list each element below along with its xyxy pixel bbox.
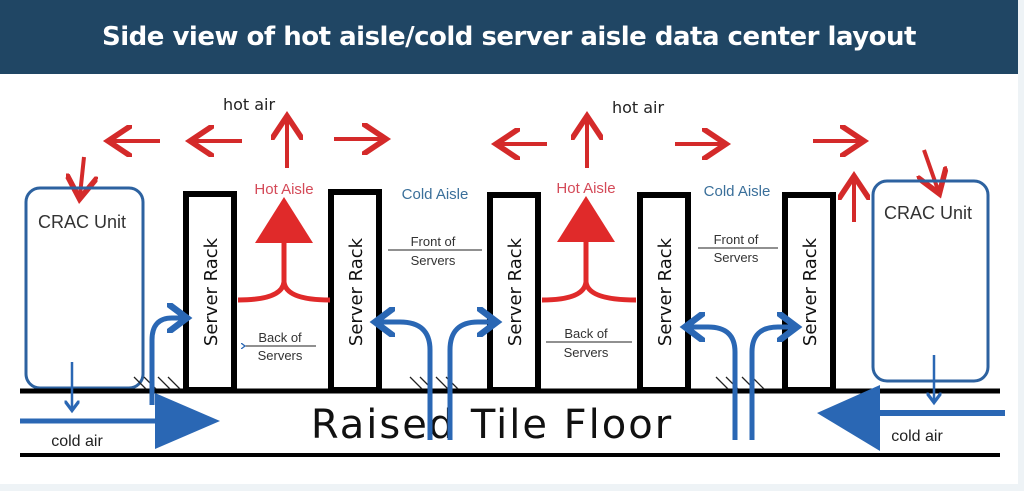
- server-rack: [328, 189, 382, 393]
- front-of-servers-line1: Front of: [411, 234, 456, 249]
- curved-arrow-icon: [380, 322, 433, 440]
- curved-arrow-icon: [749, 327, 792, 440]
- server-rack-label: Server Rack: [201, 237, 222, 346]
- front-of-servers-line2: Servers: [714, 250, 759, 265]
- front-of-servers-line1: Front of: [714, 232, 759, 247]
- cold-air-supply-right: [817, 385, 1005, 451]
- diagram-canvas: hot air hot air CRAC Unit CRAC Unit Serv…: [0, 74, 1018, 484]
- back-of-servers-measure: Back of Servers: [244, 330, 316, 363]
- hot-air-label: hot air: [223, 95, 276, 114]
- server-rack-label: Server Rack: [505, 237, 526, 346]
- front-of-servers-line2: Servers: [411, 253, 456, 268]
- hot-exhaust-arrow: [237, 197, 331, 303]
- arrow-left-icon: [817, 385, 880, 451]
- crac-unit-right: [871, 179, 990, 383]
- page-title: Side view of hot aisle/cold server aisle…: [102, 22, 916, 52]
- arrow-up-icon: [557, 196, 615, 242]
- curved-arrow-icon: [690, 327, 738, 440]
- raised-floor-label: Raised Tile Floor: [311, 402, 673, 448]
- server-rack-label: Server Rack: [655, 237, 676, 346]
- crac-unit-label: CRAC Unit: [38, 212, 126, 232]
- server-rack: [637, 192, 691, 393]
- cold-air-label: cold air: [51, 433, 103, 450]
- hot-air-return-arrows: [80, 120, 938, 222]
- front-of-servers-measure: Front of Servers: [698, 232, 778, 265]
- cold-air-supply-left: [20, 393, 220, 449]
- curved-arrow-icon: [447, 322, 492, 440]
- back-of-servers-line1: Back of: [564, 326, 608, 341]
- cold-air-intake-arrows: [149, 318, 792, 440]
- server-rack: [183, 191, 237, 393]
- crac-unit-label: CRAC Unit: [884, 203, 972, 223]
- hot-aisle-label: Hot Aisle: [254, 181, 313, 198]
- crac-unit-left: [24, 186, 145, 390]
- airflow-diagram: hot air hot air CRAC Unit CRAC Unit Serv…: [20, 95, 1005, 457]
- cold-aisle-label: Cold Aisle: [704, 183, 771, 200]
- cold-aisle-label: Cold Aisle: [402, 186, 469, 203]
- arrow-right-icon: [155, 393, 220, 449]
- server-racks: [183, 189, 836, 393]
- curved-arrow-icon: [149, 318, 182, 405]
- title-banner: Side view of hot aisle/cold server aisle…: [0, 0, 1018, 74]
- arrow-up-icon: [255, 197, 313, 243]
- back-of-servers-line2: Servers: [258, 348, 303, 363]
- back-of-servers-measure: Back of Servers: [546, 326, 632, 360]
- hot-exhaust-arrow: [541, 196, 637, 303]
- cold-air-label: cold air: [891, 428, 943, 445]
- back-of-servers-line2: Servers: [564, 345, 609, 360]
- hot-air-label: hot air: [612, 98, 665, 117]
- arrow-down-icon: [924, 149, 938, 190]
- hot-aisle-label: Hot Aisle: [556, 180, 615, 197]
- server-rack-label: Server Rack: [800, 237, 821, 346]
- server-rack: [782, 192, 836, 393]
- back-of-servers-line1: Back of: [258, 330, 302, 345]
- front-of-servers-measure: Front of Servers: [388, 234, 482, 268]
- server-rack-label: Server Rack: [346, 237, 367, 346]
